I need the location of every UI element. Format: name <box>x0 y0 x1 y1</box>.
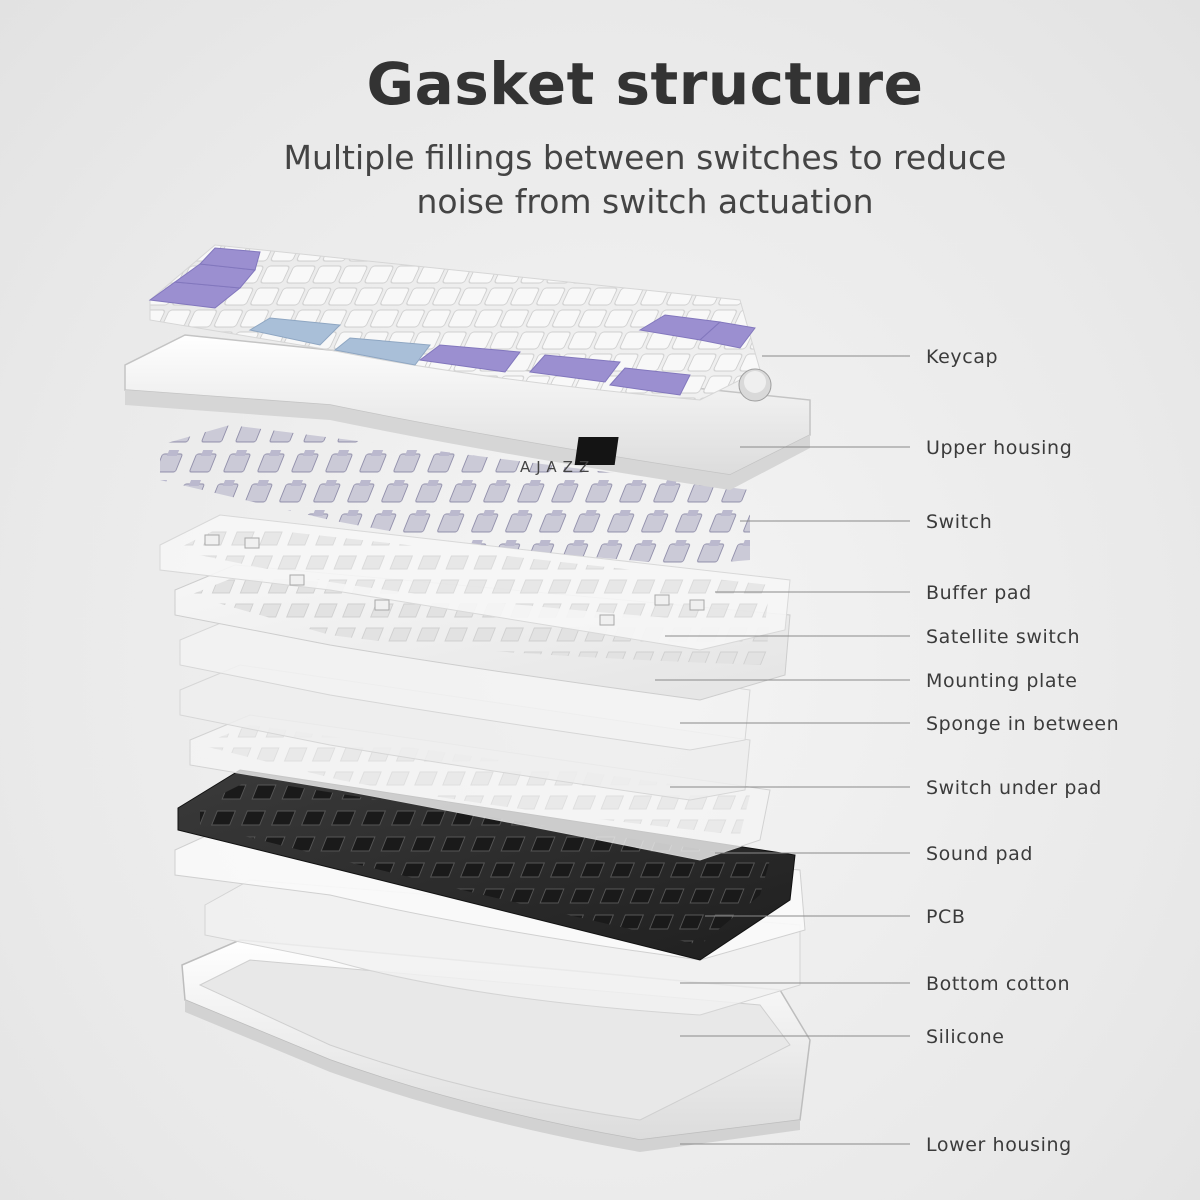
label-sound-pad: Sound pad <box>926 843 1034 865</box>
sound-pad-layer <box>189 714 771 861</box>
brand-logo: AJAZZ <box>520 458 595 476</box>
blue-keycaps <box>248 317 431 366</box>
knob-icon <box>738 368 772 402</box>
label-satellite-switch: Satellite switch <box>926 626 1081 648</box>
subtitle-line-1: Multiple fillings between switches to re… <box>283 138 1007 177</box>
label-switch: Switch <box>926 511 993 533</box>
label-silicone: Silicone <box>926 1026 1005 1048</box>
label-pcb: PCB <box>926 906 966 928</box>
label-switch-under-pad: Switch under pad <box>926 777 1102 799</box>
label-mounting-plate: Mounting plate <box>926 670 1078 692</box>
mounting-plate-layer <box>174 564 791 701</box>
label-bottom-cotton: Bottom cotton <box>926 973 1071 995</box>
page-title: Gasket structure <box>366 50 924 118</box>
switch-layer <box>160 425 750 565</box>
page-subtitle: Multiple fillings between switches to re… <box>0 136 1200 224</box>
label-lower-housing: Lower housing <box>926 1134 1072 1156</box>
upper-housing-layer: AJAZZ <box>124 334 811 490</box>
purple-keycaps <box>148 247 756 396</box>
label-upper-housing: Upper housing <box>926 437 1073 459</box>
label-sponge-in-between: Sponge in between <box>926 713 1120 735</box>
subtitle-line-2: noise from switch actuation <box>416 182 874 221</box>
keycap-layer <box>148 244 772 402</box>
switch-under-pad-layer <box>179 664 751 801</box>
screen-display <box>574 437 619 465</box>
label-keycap: Keycap <box>926 346 999 368</box>
sponge-layer <box>179 614 751 751</box>
label-buffer-pad: Buffer pad <box>926 582 1032 604</box>
buffer-pad-layer <box>159 514 791 651</box>
satellite-switch-stabilizers <box>204 534 705 626</box>
leader-lines <box>655 355 910 1145</box>
pcb-layer <box>177 769 796 961</box>
